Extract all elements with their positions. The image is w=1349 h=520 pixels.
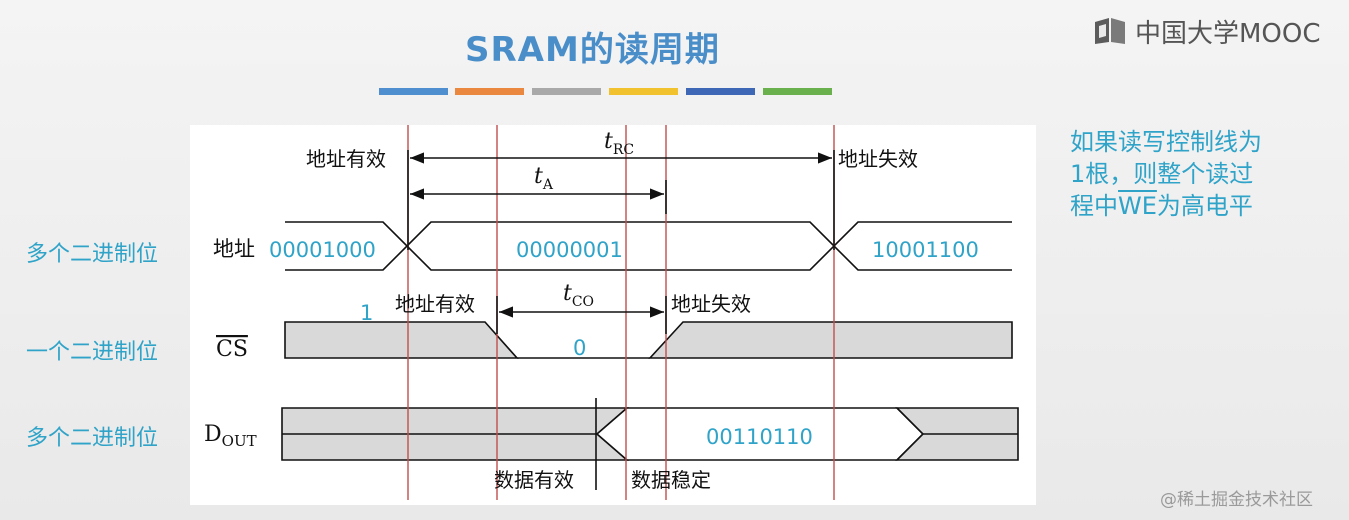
addr-valid-label-top: 地址有效: [306, 147, 386, 171]
note-line-3: 程中WE为高电平: [1070, 190, 1330, 222]
slide-title: SRAM的读周期: [465, 30, 720, 70]
title-color-bars: [379, 88, 832, 95]
dout-signal-label: DOUT: [204, 422, 257, 450]
cs-high-region-right: [648, 321, 1013, 359]
logo-text: 中国大学MOOC: [1135, 18, 1321, 49]
note-line-3-post: 为高电平: [1156, 192, 1253, 220]
address-value-3: 10001100: [872, 238, 979, 262]
t-a-label: tA: [534, 164, 554, 193]
dout-value: 00110110: [706, 425, 813, 449]
cs-high-region-left: [284, 321, 519, 359]
cs-high-value: 1: [360, 301, 373, 325]
addr-valid-label-cs: 地址有效: [395, 292, 475, 316]
cs-signal-label: CS: [216, 337, 248, 362]
addr-invalid-label-top: 地址失效: [838, 147, 918, 171]
mooc-logo: 中国大学MOOC: [1093, 14, 1321, 49]
address-value-2: 00000001: [516, 238, 623, 262]
watermark: @稀土掘金技术社区: [1160, 490, 1313, 510]
address-waveform: [285, 221, 1012, 271]
t-co-label: tCO: [563, 281, 594, 310]
note-we-signal: WE: [1118, 192, 1157, 220]
data-valid-label: 数据有效: [494, 468, 574, 492]
address-row-side-label: 多个二进制位: [26, 242, 159, 267]
cs-row-side-label: 一个二进制位: [26, 340, 159, 365]
addr-invalid-label-cs: 地址失效: [671, 292, 751, 316]
note-line-3-pre: 程中: [1070, 192, 1118, 220]
dout-row-side-label: 多个二进制位: [26, 426, 159, 451]
annotation-ticks: [407, 150, 835, 334]
t-rc-label: tRC: [604, 129, 634, 158]
data-stable-label: 数据稳定: [631, 468, 711, 492]
note-line-1: 如果读写控制线为: [1070, 128, 1262, 156]
address-value-1: 00001000: [269, 238, 376, 262]
side-note: 如果读写控制线为 1根，则整个读过 程中WE为高电平: [1070, 126, 1330, 222]
address-signal-label: 地址: [213, 237, 255, 261]
cs-low-value: 0: [573, 336, 586, 360]
note-line-2: 1根，则整个读过: [1070, 160, 1254, 188]
mooc-book-icon: [1095, 18, 1125, 44]
